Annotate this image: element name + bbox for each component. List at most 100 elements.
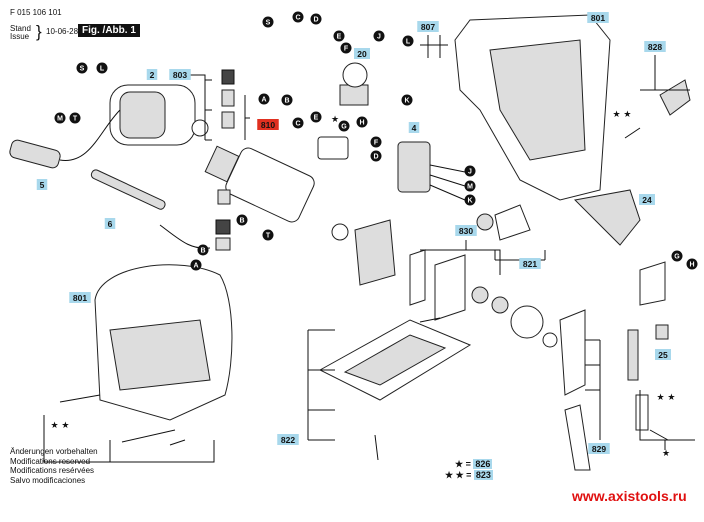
note-line: Salvo modificaciones [10, 475, 86, 485]
star-marker: ★ ★ [613, 110, 632, 120]
part-label-text: 803 [173, 70, 187, 80]
part-label-20: 20 [354, 48, 370, 59]
letter-label-text: K [404, 98, 409, 105]
letter-label-C: C [292, 11, 304, 23]
letter-label-text: H [359, 120, 364, 127]
letter-label-text: B [200, 248, 205, 255]
part-label-2: 2 [146, 69, 158, 80]
part-label-text: 821 [523, 259, 537, 269]
letter-label-text: F [344, 46, 349, 53]
letter-label-B: B [281, 94, 293, 106]
letter-label-text: B [284, 98, 289, 105]
housing-top [454, 14, 611, 201]
part-label-4: 4 [408, 122, 420, 133]
letter-label-text: M [57, 116, 63, 123]
part-label-text: 801 [591, 13, 605, 23]
letter-label-A: A [258, 93, 270, 105]
part-label-text: 5 [40, 180, 45, 190]
star-marker: ★ [662, 449, 670, 459]
star-marker: ★ ★ [657, 393, 676, 403]
part-label-5: 5 [36, 179, 48, 190]
letter-label-text: G [674, 254, 680, 261]
letter-label-text: F [374, 140, 379, 147]
letter-label-text: S [80, 66, 85, 73]
field-coil [109, 84, 209, 146]
issue-label: Issue [10, 32, 30, 41]
letter-label-S: S [76, 62, 88, 74]
part-label-807: 807 [417, 21, 439, 32]
part-label-822: 822 [277, 434, 299, 445]
part-label-821: 821 [519, 258, 541, 269]
part-label-text: 25 [658, 350, 668, 360]
letter-label-L: L [402, 35, 414, 47]
letter-label-text: D [313, 17, 318, 24]
letter-label-M: M [54, 112, 66, 124]
letter-label-text: T [266, 233, 271, 240]
note-line: Änderungen vorbehalten [10, 447, 98, 456]
letter-label-text: J [468, 169, 472, 176]
letter-label-A: A [190, 259, 202, 271]
letter-label-text: A [261, 97, 266, 104]
part-code: F 015 106 101 [10, 8, 62, 17]
part-labels: 2 803 5 6 801 807 828 20 4 810 24 830 821 801 25 822 829 [36, 12, 671, 454]
letter-label-text: T [73, 116, 78, 123]
letter-label-J: J [464, 165, 476, 177]
letter-label-text: L [100, 66, 105, 73]
legend-number: 826 [473, 459, 493, 469]
part-label-text: 6 [108, 219, 113, 229]
carbon-brushes [215, 69, 235, 251]
letter-label-K: K [464, 194, 476, 206]
star-labels: ★★ ★★ ★★ ★★ [51, 110, 676, 459]
part-label-text: 822 [281, 435, 295, 445]
issue-date: 10-06-28 [46, 27, 79, 36]
part-label-801: 801 [587, 12, 609, 23]
part-label-text: 830 [459, 226, 473, 236]
note-line: Modifications reserved [10, 456, 91, 466]
letter-label-text: D [373, 154, 378, 161]
part-label-text: 807 [421, 22, 435, 32]
part-label-810: 810 [257, 119, 279, 130]
letter-label-G: G [338, 120, 350, 132]
letter-label-text: S [266, 20, 271, 27]
legend-symbol: ★ ★ = [445, 470, 472, 480]
switch [397, 141, 466, 201]
letter-label-text: A [193, 263, 198, 270]
letter-label-L: L [96, 62, 108, 74]
letter-label-E: E [333, 30, 345, 42]
letter-label-text: E [314, 115, 319, 122]
letter-label-T: T [69, 112, 81, 124]
part-label-text: 20 [357, 49, 367, 59]
legend-826: ★ = 826 [455, 459, 493, 470]
letter-label-text: M [467, 184, 473, 191]
letter-label-D: D [310, 13, 322, 25]
brace: } [36, 22, 42, 41]
part-label-829: 829 [588, 443, 610, 454]
letter-label-text: B [239, 218, 244, 225]
part-label-24: 24 [639, 194, 655, 205]
letter-label-C: C [292, 117, 304, 129]
letter-label-text: C [295, 121, 300, 128]
part-label-text: 828 [648, 42, 662, 52]
star-marker: ★ [331, 115, 339, 125]
armature [204, 145, 349, 241]
power-cord [9, 109, 121, 169]
part-label-828: 828 [644, 41, 666, 52]
plunger-blade-holder [559, 309, 591, 471]
part-label-text: 801 [73, 293, 87, 303]
part-label-text: 810 [261, 120, 275, 130]
stand-label: Stand [10, 24, 31, 33]
letter-label-S: S [262, 16, 274, 28]
letter-label-F: F [370, 136, 382, 148]
letter-label-D: D [370, 150, 382, 162]
letter-label-B: B [197, 244, 209, 256]
letter-label-text: E [337, 34, 342, 41]
letter-label-K: K [401, 94, 413, 106]
letter-label-text: J [377, 34, 381, 41]
letter-label-text: C [295, 15, 300, 22]
led-lamp-parts [627, 261, 669, 431]
letter-label-J: J [373, 30, 385, 42]
letter-label-H: H [686, 258, 698, 270]
note-line: Modifications resérvées [10, 466, 95, 475]
